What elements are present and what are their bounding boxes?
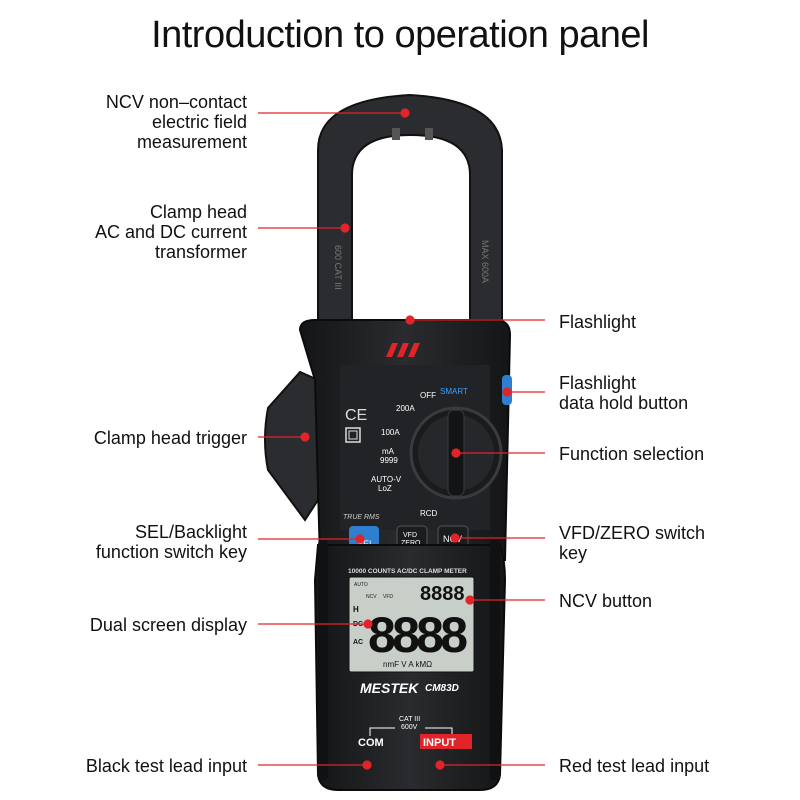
lcd-main-digits: 8888 (368, 607, 468, 663)
true-rms-label: TRUE RMS (343, 514, 380, 521)
dial-label-off: OFF (420, 391, 436, 400)
callout-vfd-zero: VFD/ZERO switch key (559, 523, 706, 563)
callout-flash-hold: Flashlight data hold button (559, 373, 689, 413)
callout-sel: SEL/Backlight function switch key (95, 522, 247, 562)
input-jack-label: INPUT (423, 737, 456, 749)
brand-logo: MESTEK (360, 680, 419, 696)
dial-label-smart: SMART (440, 387, 468, 396)
callout-dual-screen: Dual screen display (89, 615, 247, 635)
dial-label-200a: 200A (396, 404, 415, 413)
dial-label-ma: mA (382, 447, 395, 456)
callout-function: Function selection (559, 444, 705, 464)
svg-text:H: H (353, 605, 359, 614)
strip-text: 10000 COUNTS AC/DC CLAMP METER (348, 568, 467, 575)
jaw-top-marker-right (425, 128, 433, 140)
dial-label-autov: AUTO-V (371, 475, 402, 484)
svg-text:NCV: NCV (366, 594, 377, 600)
jaw-left-mark: 600 CAT III (333, 245, 343, 290)
callout-flashlight: Flashlight (559, 312, 637, 332)
svg-text:600V: 600V (401, 724, 418, 731)
svg-text:CAT III: CAT III (399, 716, 420, 723)
svg-text:VFD: VFD (383, 594, 393, 600)
jaw-top-marker-left (392, 128, 400, 140)
svg-text:AUTO: AUTO (354, 582, 368, 588)
double-insulation-mark (345, 427, 361, 443)
dial-label-rcd: RCD (420, 509, 438, 518)
lcd-units: nmF V A kMΩ (383, 660, 432, 669)
ce-mark: CE (345, 407, 367, 424)
com-jack-label: COM (358, 737, 384, 749)
clamp-trigger (264, 370, 319, 522)
left-grip (318, 540, 328, 780)
input-jack-badge (420, 734, 472, 749)
red-accent-bars (386, 343, 420, 357)
callout-ncv: NCV non–contact electric field measureme… (105, 92, 247, 152)
dial-label-100a: 100A (381, 428, 400, 437)
svg-text:AC: AC (353, 639, 363, 646)
callout-red-lead: Red test lead input (559, 756, 710, 776)
clamp-jaw (317, 93, 503, 341)
callout-ncv-button: NCV button (559, 591, 653, 611)
svg-text:LoZ: LoZ (378, 484, 392, 493)
page-title: Introduction to operation panel (151, 14, 649, 56)
right-grip (490, 540, 500, 780)
jaw-right-mark: MAX 600A (480, 240, 490, 283)
callout-clamp-head: Clamp head AC and DC current transformer (94, 202, 247, 262)
callout-trigger: Clamp head trigger (93, 428, 247, 448)
svg-text:ZERO: ZERO (401, 540, 421, 547)
svg-text:9999: 9999 (380, 456, 398, 465)
lcd-small-digits: 8888 (420, 583, 465, 605)
model-name: CM83D (425, 683, 459, 694)
svg-text:VFD: VFD (403, 532, 417, 539)
callout-black-lead: Black test lead input (85, 756, 247, 776)
